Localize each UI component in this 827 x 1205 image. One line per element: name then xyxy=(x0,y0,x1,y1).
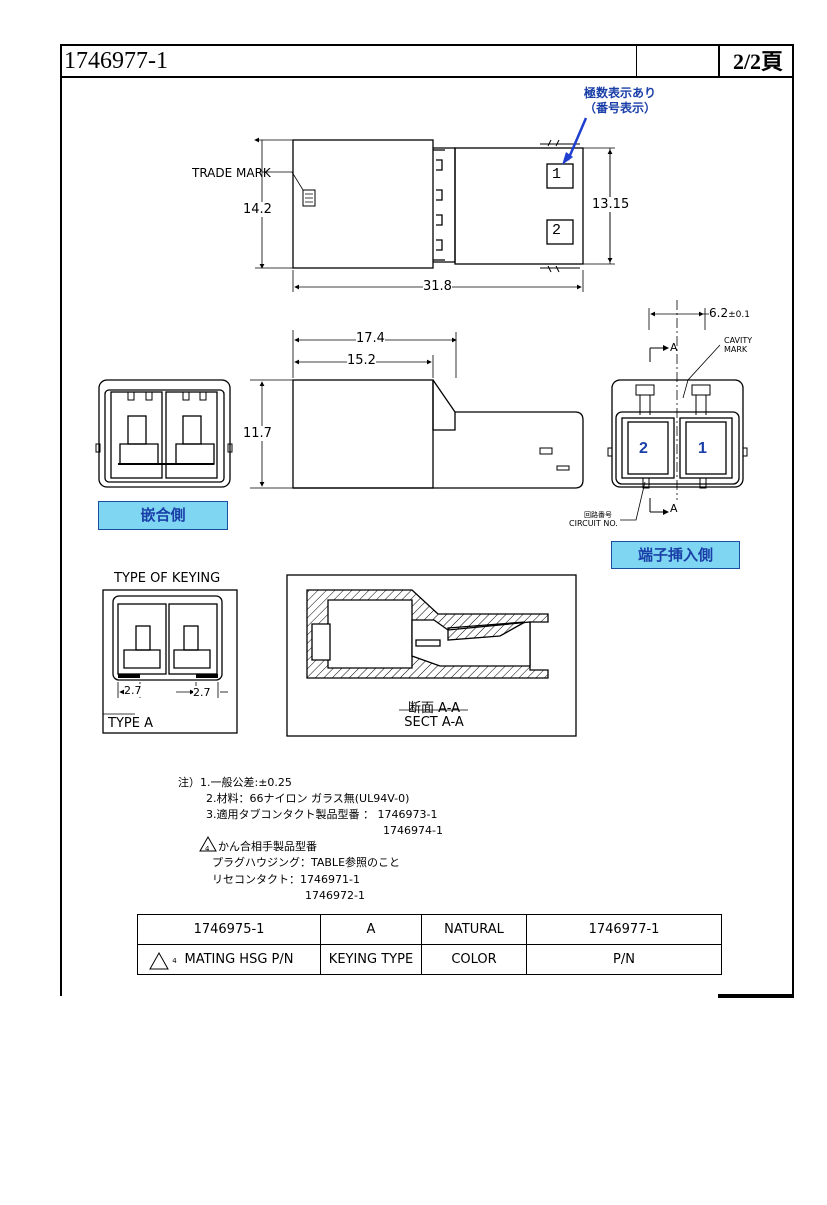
callout-line-2: （番号表示） xyxy=(583,101,656,115)
terminal-side-label: 端子挿入側 xyxy=(611,541,740,569)
dim-14-2: 14.2 xyxy=(243,202,272,217)
side-view xyxy=(250,330,584,489)
warning-icon: 4 xyxy=(172,957,177,965)
frame-corner xyxy=(718,994,794,998)
section-view xyxy=(286,574,577,737)
dim-6-2: 6.2±0.1 xyxy=(709,306,750,320)
polarity-callout: 極数表示あり （番号表示） xyxy=(566,86,674,116)
note-4-icon: 4 xyxy=(205,845,210,853)
dim-6-2-value: 6.2 xyxy=(709,306,729,320)
dim-15-2: 15.2 xyxy=(347,353,376,368)
circuit-label-en: CIRCUIT NO. xyxy=(569,519,618,528)
frame-right xyxy=(792,76,794,996)
table-cell: KEYING TYPE xyxy=(320,944,422,975)
section-caption-jp: 断面 A-A xyxy=(407,701,461,716)
cavity-mark-line-2: MARK xyxy=(724,345,748,354)
table-cell: NATURAL xyxy=(421,914,527,945)
keying-view xyxy=(102,589,238,734)
table-cell: A xyxy=(320,914,422,945)
section-mark-top: A xyxy=(670,341,678,354)
keying-title: TYPE OF KEYING xyxy=(114,571,221,586)
section-mark-bottom: A xyxy=(670,502,678,515)
dim-11-7: 11.7 xyxy=(243,426,272,441)
rear-view xyxy=(607,300,748,521)
table-cell-text: MATING HSG P/N xyxy=(184,952,294,967)
table-cell: 1746977-1 xyxy=(526,914,722,945)
keying-type: TYPE A xyxy=(108,716,153,731)
keying-dim-right: 2.7 xyxy=(193,686,211,699)
note-4: かん合相手製品型番 xyxy=(218,840,317,853)
dim-6-2-tolerance: ±0.1 xyxy=(728,310,750,320)
callout-line-1: 極数表示あり xyxy=(583,86,656,100)
table-cell: 4 MATING HSG P/N xyxy=(137,944,321,975)
cavity-number-2: 2 xyxy=(552,222,562,239)
note-3: 3.適用タブコンタクト製品型番 ： 1746973-1 xyxy=(206,808,438,821)
table-cell: COLOR xyxy=(421,944,527,975)
dim-13-15: 13.15 xyxy=(592,197,630,212)
frame-left xyxy=(60,76,62,996)
top-view xyxy=(255,140,615,292)
callout-arrow xyxy=(566,117,588,161)
page-number: 2/2頁 xyxy=(732,49,784,74)
mating-view xyxy=(95,379,233,488)
note-2: 2.材料：66ナイロン ガラス無(UL94V-0) xyxy=(206,792,410,805)
trade-mark-label: TRADE MARK xyxy=(192,166,271,180)
mating-side-label: 嵌合側 xyxy=(98,501,228,530)
table-cell: 1746975-1 xyxy=(137,914,321,945)
circuit-label-jp: 回路番号 xyxy=(584,511,612,519)
cavity-number-1: 1 xyxy=(552,166,562,183)
keying-dim-left: 2.7 xyxy=(124,684,142,697)
note-1: 注）1.一般公差:±0.25 xyxy=(178,776,292,789)
title-frame xyxy=(60,44,794,78)
table-row: 1746975-1 A NATURAL 1746977-1 xyxy=(137,914,722,945)
circuit-number-2: 2 xyxy=(639,440,648,457)
section-caption-en: SECT A-A xyxy=(404,715,464,730)
title-divider xyxy=(718,44,720,78)
note-4a: プラグハウジング：TABLE参照のこと xyxy=(212,856,401,869)
note-4c: 1746972-1 xyxy=(305,889,365,902)
part-number: 1746977-1 xyxy=(64,48,168,74)
cavity-mark-line-1: CAVITY xyxy=(724,336,753,345)
circuit-number-1: 1 xyxy=(698,440,707,457)
cavity-mark-label: CAVITY MARK xyxy=(724,336,752,354)
mating-table: 1746975-1 A NATURAL 1746977-1 4 MATING HS… xyxy=(137,914,722,975)
dim-17-4: 17.4 xyxy=(356,331,385,346)
note-3b: 1746974-1 xyxy=(383,824,443,837)
table-row: 4 MATING HSG P/N KEYING TYPE COLOR P/N xyxy=(137,944,722,975)
table-cell: P/N xyxy=(526,944,722,975)
title-divider xyxy=(636,44,637,78)
dim-31-8: 31.8 xyxy=(423,279,452,294)
note-4b: リセコンタクト：1746971-1 xyxy=(212,873,360,886)
